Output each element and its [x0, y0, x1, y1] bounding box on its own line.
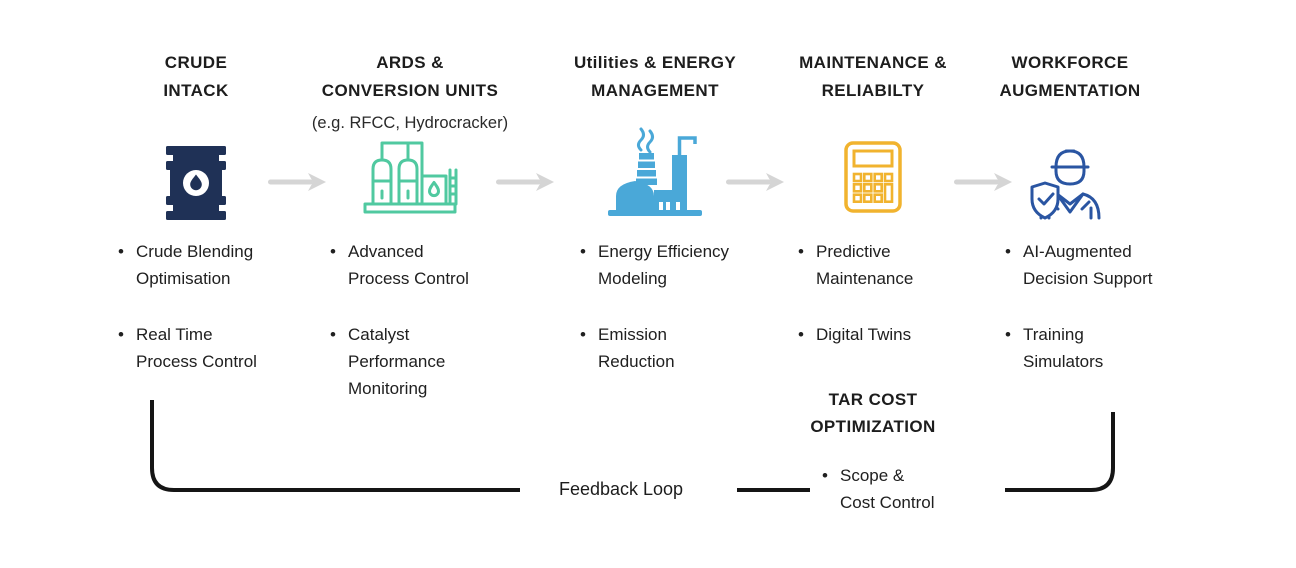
bullet-list: Crude Blending Optimisation Real Time Pr…: [85, 238, 307, 404]
column-title: CRUDE INTACK: [163, 53, 229, 100]
icon-row: [297, 124, 523, 222]
list-item: AI-Augmented Decision Support: [1005, 238, 1168, 292]
feedback-loop-label: Feedback Loop: [558, 479, 684, 499]
worker-shield-icon: [1030, 149, 1101, 220]
factory-icon: [608, 127, 702, 216]
column-title: Utilities & ENERGY MANAGEMENT: [573, 53, 737, 100]
column-workforce-augmentation: WORKFORCE AUGMENTATION AI-Augmented Deci…: [972, 0, 1168, 568]
arrow-right-icon: [496, 173, 554, 191]
icon-row: [765, 124, 981, 222]
bullet-list: Advanced Process Control Catalyst Perfor…: [297, 238, 523, 431]
list-item: Emission Reduction: [580, 321, 763, 375]
arrow-right-icon: [268, 173, 326, 191]
icon-row: [547, 124, 763, 222]
column-ards-conversion-units: ARDS & CONVERSION UNITS (e.g. RFCC, Hydr…: [297, 0, 523, 568]
column-utilities-energy-management: Utilities & ENERGY MANAGEMENT Energy Ef: [547, 0, 763, 568]
column-title: ARDS & CONVERSION UNITS: [321, 53, 499, 100]
list-item: Real Time Process Control: [118, 321, 307, 375]
tar-cost-optimization-title: TAR COST OPTIMIZATION: [810, 390, 936, 436]
bullet-list: Scope & Cost Control: [765, 462, 981, 545]
column-subtitle: (e.g. RFCC, Hydrocracker): [311, 114, 509, 132]
list-item: Predictive Maintenance: [798, 238, 981, 292]
oil-barrel-icon: [166, 146, 226, 220]
refinery-plant-icon: [363, 141, 458, 214]
bullet-list: AI-Augmented Decision Support Training S…: [972, 238, 1168, 404]
bullet-list: Predictive Maintenance Digital Twins: [765, 238, 981, 377]
arrow-right-icon: [954, 173, 1012, 191]
list-item: Digital Twins: [798, 321, 981, 348]
list-item: Training Simulators: [1005, 321, 1168, 375]
icon-row: [85, 124, 307, 222]
column-title: MAINTENANCE & RELIABILTY: [799, 53, 947, 100]
column-maintenance-reliability: MAINTENANCE & RELIABILTY Predictive Main…: [765, 0, 981, 568]
column-crude-intake: CRUDE INTACK Crude Blending Optimisation…: [85, 0, 307, 568]
arrow-right-icon: [726, 173, 784, 191]
list-item: Scope & Cost Control: [822, 462, 981, 516]
list-item: Catalyst Performance Monitoring: [330, 321, 523, 402]
list-item: Energy Efficiency Modeling: [580, 238, 763, 292]
list-item: Crude Blending Optimisation: [118, 238, 307, 292]
icon-row: [972, 124, 1168, 222]
column-title: WORKFORCE AUGMENTATION: [999, 53, 1141, 100]
list-item: Advanced Process Control: [330, 238, 523, 292]
bullet-list: Energy Efficiency Modeling Emission Redu…: [547, 238, 763, 404]
calculator-icon: [844, 141, 902, 213]
